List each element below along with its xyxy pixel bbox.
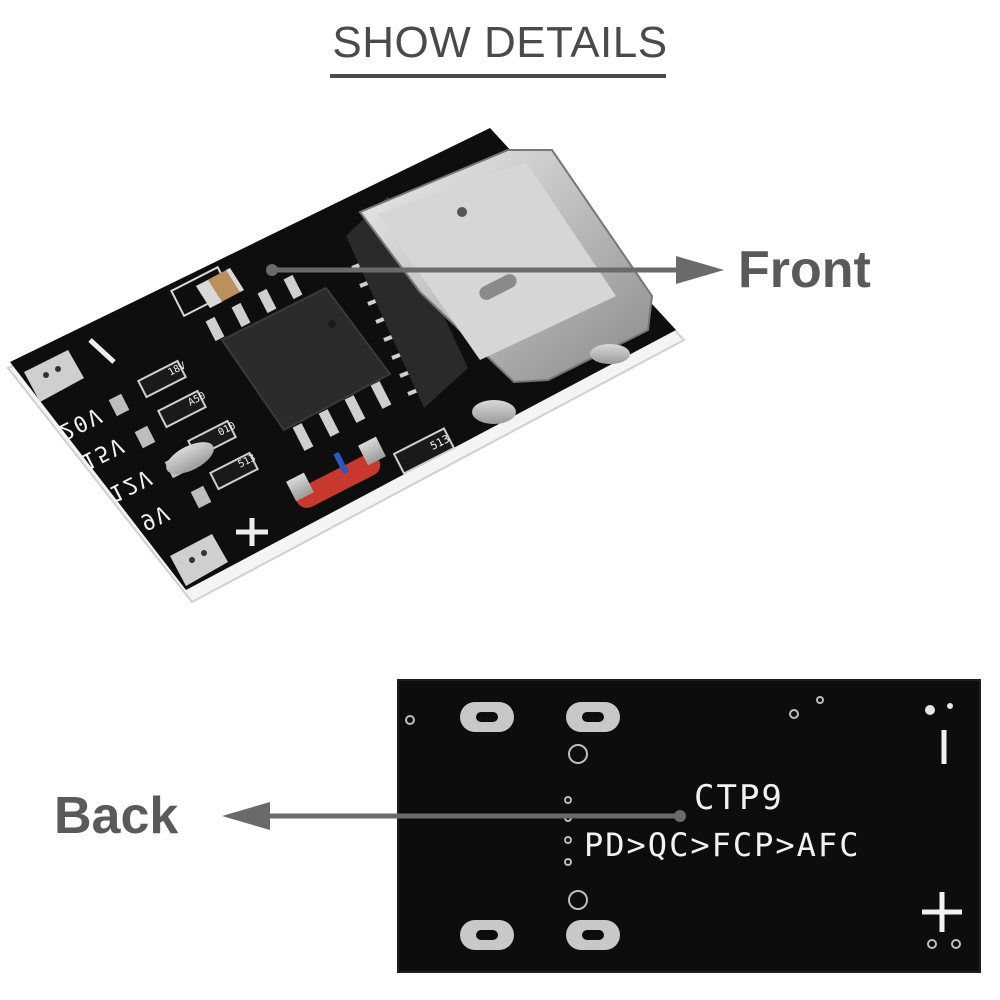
- title-underline: [330, 74, 666, 78]
- front-pcb: [6, 128, 686, 604]
- back-pcb: [397, 679, 981, 973]
- front-label: Front: [738, 241, 871, 299]
- model-label: CTP9: [694, 778, 784, 818]
- back-callout-arrow: [222, 802, 686, 830]
- protocol-priority-label: PD>QC>FCP>AFC: [584, 826, 861, 864]
- back-label: Back: [54, 787, 179, 845]
- front-callout-arrow: [266, 256, 724, 284]
- usb-c-connector: [346, 149, 654, 424]
- page-title: SHOW DETAILS: [332, 18, 668, 67]
- ic-chip: [205, 274, 392, 451]
- capacitor: [196, 268, 244, 308]
- diode: [286, 436, 386, 508]
